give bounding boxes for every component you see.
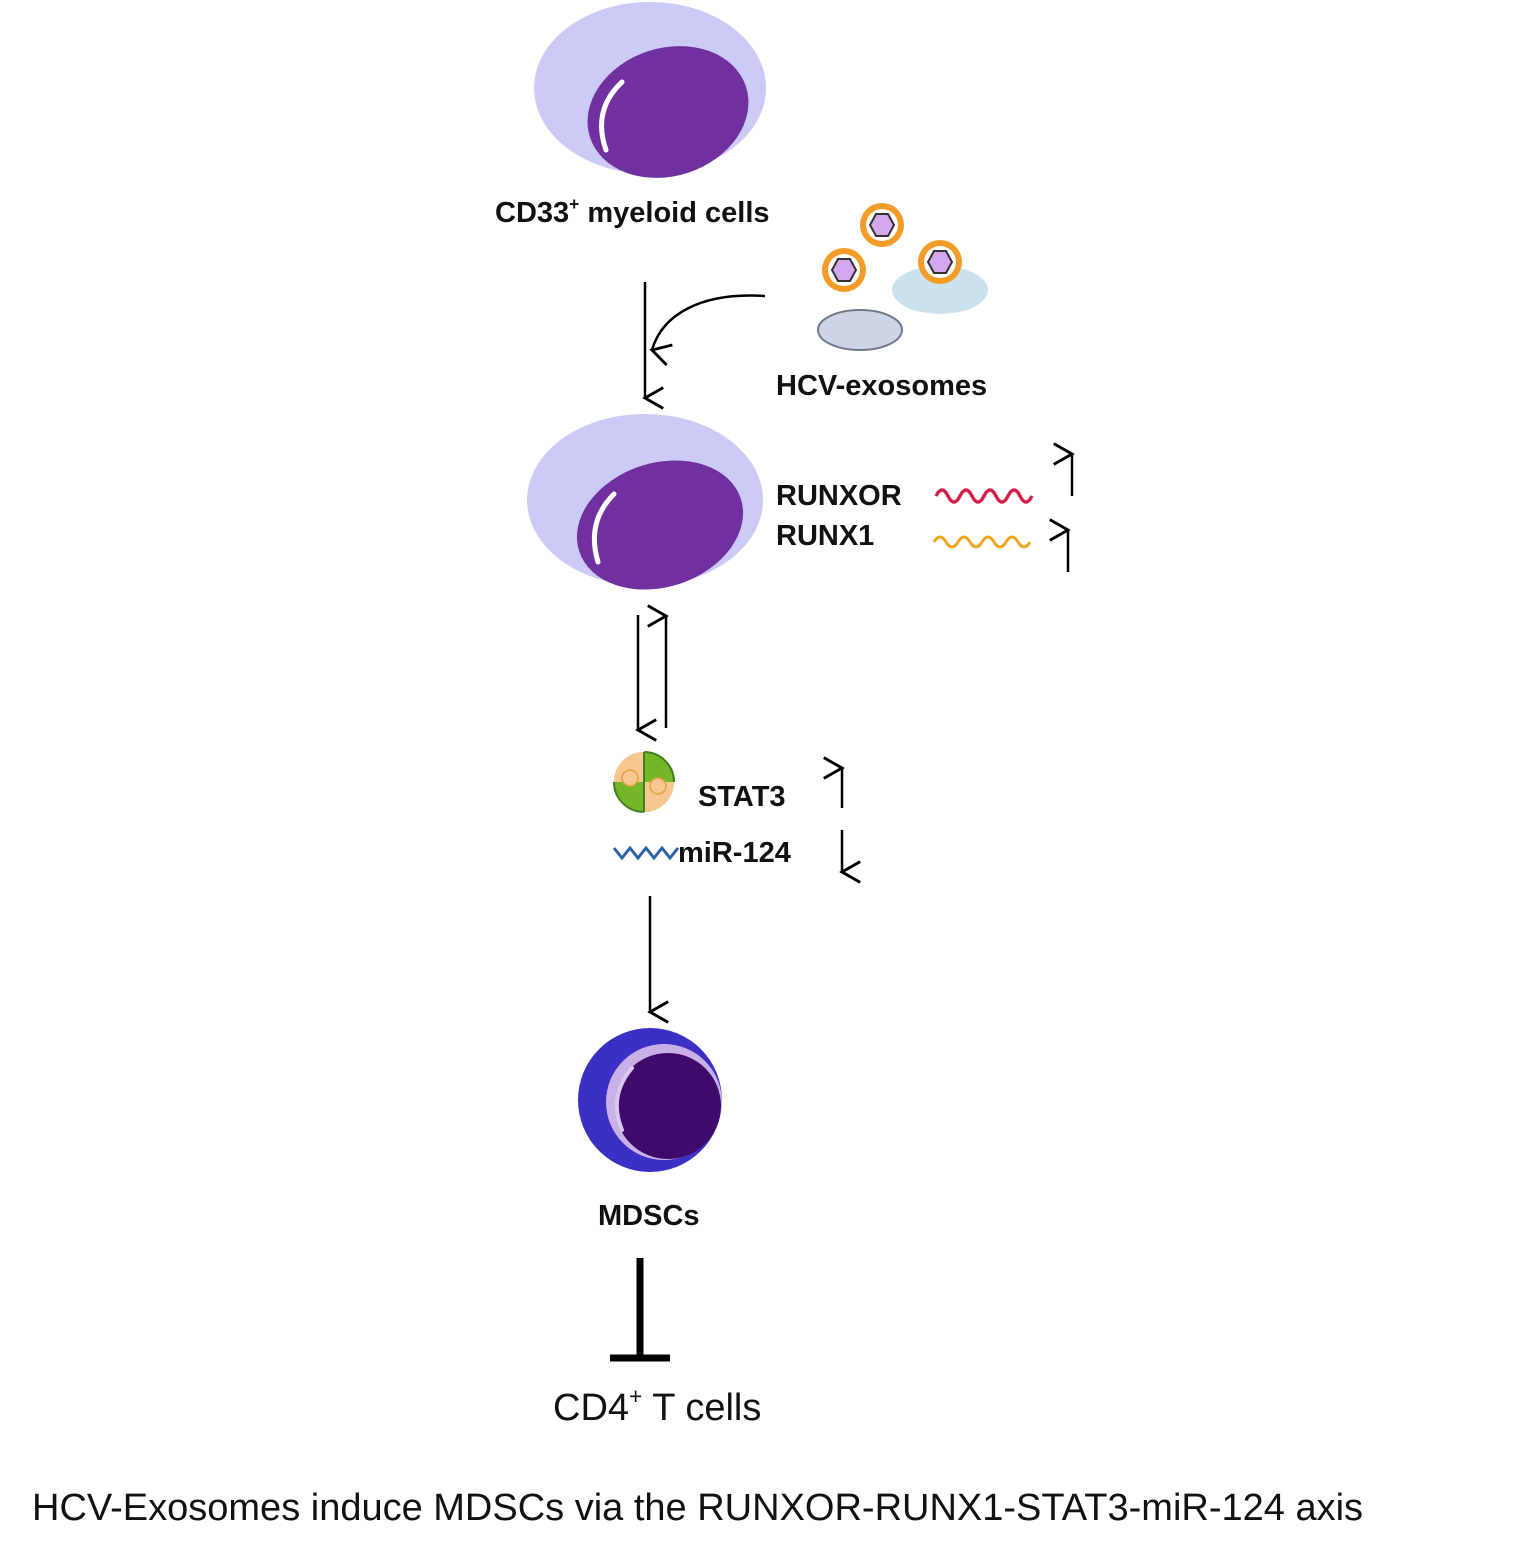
cd33-myeloid-cell-icon [534, 2, 766, 178]
virus-particle-icon [918, 240, 962, 284]
stat3-label: STAT3 [698, 781, 786, 813]
hcv-exosomes-label: HCV-exosomes [776, 370, 988, 402]
cd4-t-cells-label: CD4+ T cells [553, 1383, 762, 1429]
runx1-rna-icon [932, 535, 1032, 549]
hcv-exosomes-icon [817, 203, 988, 351]
cd33-myeloid-cells-label: CD33+ myeloid cells [495, 193, 770, 229]
virus-particle-icon [860, 203, 904, 247]
mir124-rna-icon [612, 845, 680, 861]
inhibition-bar-icon [610, 1258, 670, 1362]
activated-myeloid-cell-icon [527, 414, 763, 590]
mir124-label: miR-124 [678, 837, 791, 869]
phospho-stat3-icon [613, 751, 675, 813]
runxor-rna-icon [934, 488, 1034, 504]
figure-caption: HCV-Exosomes induce MDSCs via the RUNXOR… [32, 1487, 1364, 1529]
virus-particle-icon [822, 248, 866, 292]
mdsc-cell-icon [578, 1028, 722, 1172]
runx1-label: RUNX1 [776, 520, 875, 552]
mdscs-label: MDSCs [598, 1200, 700, 1232]
runxor-label: RUNXOR [776, 480, 902, 512]
curved-arrow-icon [652, 294, 766, 350]
